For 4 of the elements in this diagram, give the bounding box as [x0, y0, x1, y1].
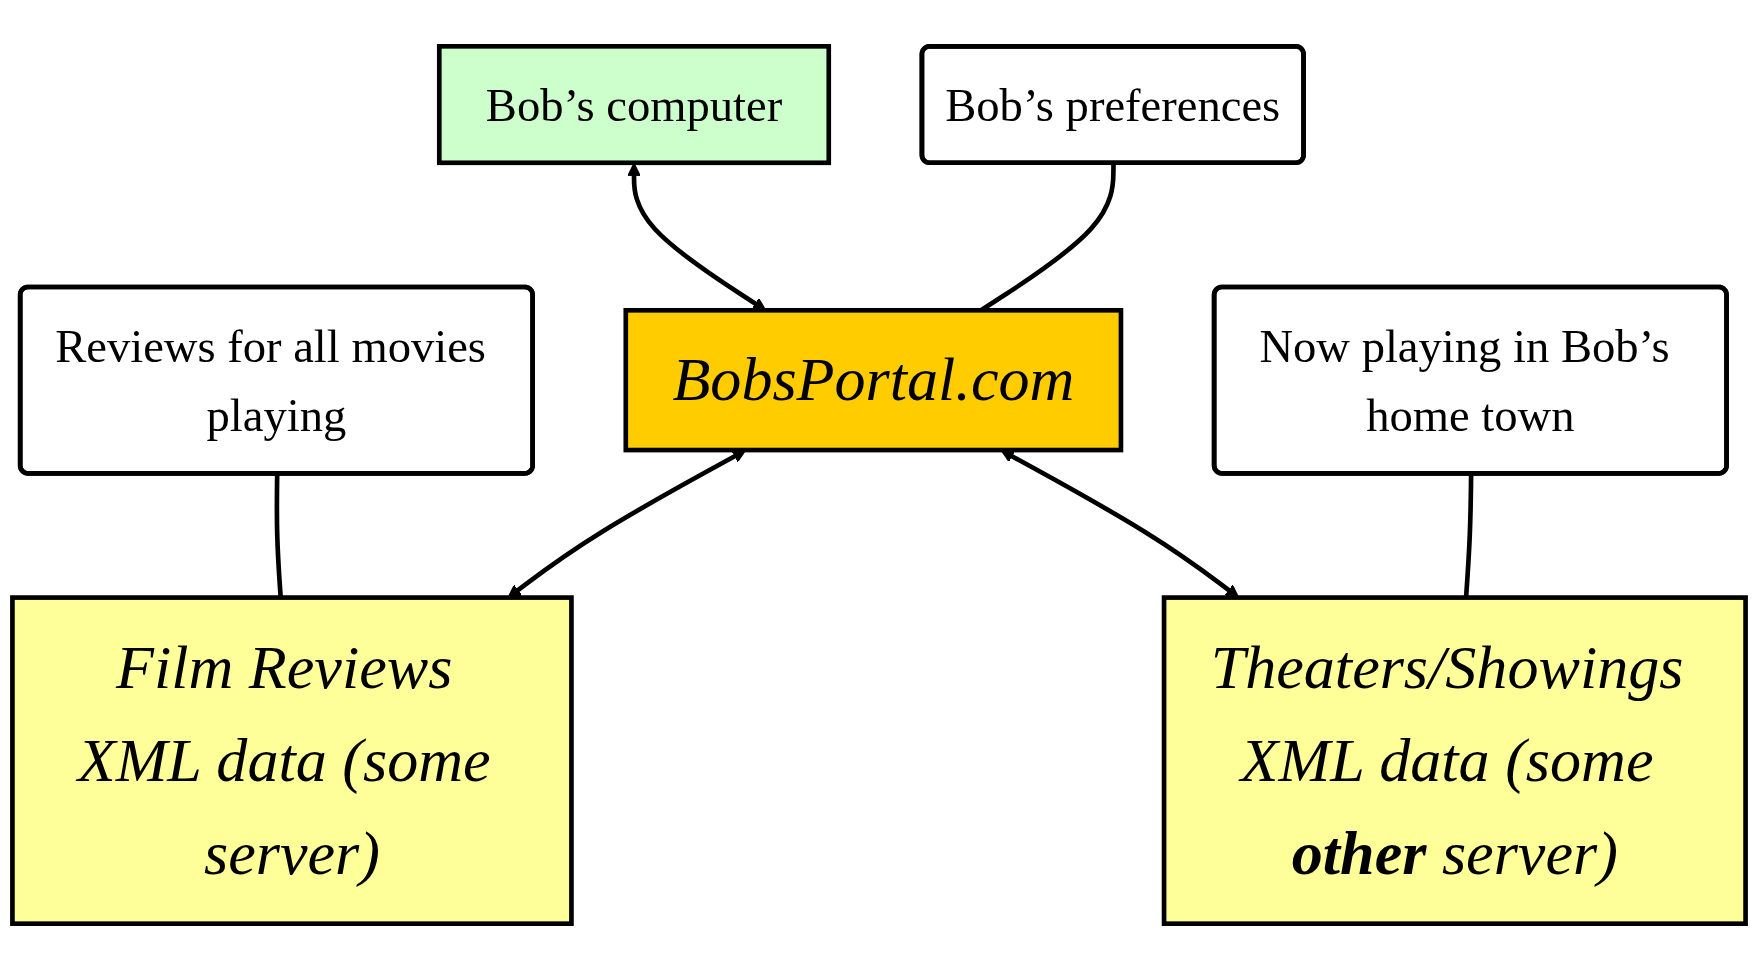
node-box: Bob’s computer — [436, 44, 832, 166]
node-box: Theaters/Showings XML data (some other server) — [1161, 595, 1748, 926]
node-box: BobsPortal.com — [623, 308, 1124, 453]
node-box: Film Reviews XML data (some server) — [10, 595, 574, 926]
